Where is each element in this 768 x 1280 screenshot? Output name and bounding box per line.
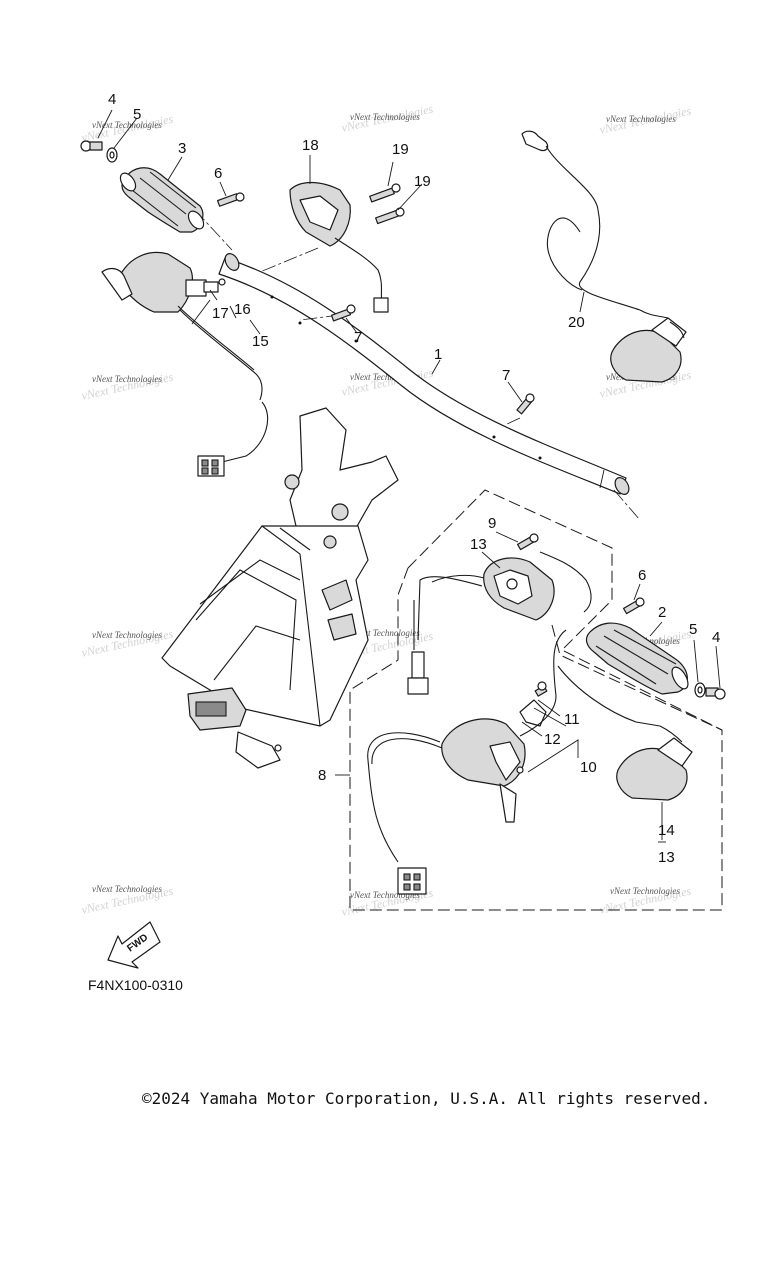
callout-15: 15	[252, 333, 269, 350]
callout-4-right: 4	[712, 629, 720, 646]
watermark: vNext Technologies	[606, 114, 676, 124]
callout-7-left: 7	[354, 329, 362, 346]
callout-12: 12	[544, 731, 561, 748]
copyright-notice: ©2024 Yamaha Motor Corporation, U.S.A. A…	[142, 1089, 711, 1108]
callout-5-left: 5	[133, 106, 141, 123]
callout-13-upper: 13	[470, 536, 487, 553]
watermark: vNext Technologies	[610, 886, 680, 896]
callout-4-left: 4	[108, 91, 116, 108]
watermark: vNext Technologies	[350, 372, 420, 382]
fwd-arrow-icon: FWD	[107, 921, 161, 969]
screws-7	[330, 304, 535, 415]
watermark: vNext Technologies	[92, 120, 162, 130]
watermark: vNext Technologies	[350, 112, 420, 122]
steering-column	[161, 407, 399, 769]
watermark: vNext Technologies	[350, 628, 420, 638]
callout-13-lower: 13	[658, 849, 675, 866]
left-bolt-washer	[80, 140, 118, 163]
right-switch-assembly	[407, 533, 592, 695]
callout-leaders	[97, 109, 721, 843]
watermark: vNext Technologies	[92, 630, 162, 640]
callout-11: 11	[564, 711, 580, 728]
reference-code: F4NX100-0310	[88, 977, 183, 993]
callout-10: 10	[580, 759, 597, 776]
upper-cover	[289, 181, 405, 313]
watermark: vNext Technologies	[92, 884, 162, 894]
callout-9: 9	[488, 515, 496, 532]
callout-1: 1	[434, 346, 442, 363]
lanyard	[521, 130, 687, 383]
callout-2: 2	[658, 604, 666, 621]
left-switch-housing	[101, 251, 269, 477]
callout-3: 3	[178, 140, 186, 157]
callout-17: 17	[212, 305, 229, 322]
callout-6-left: 6	[214, 165, 222, 182]
callout-18: 18	[302, 137, 319, 154]
callouts: 4 5 3 6 18 19 19 16 17 15 7 1 7 20 9 13 …	[108, 91, 720, 866]
screw-6-left	[216, 192, 245, 207]
right-grip	[585, 597, 726, 700]
callout-16: 16	[234, 301, 251, 318]
watermark: vNext Technologies	[92, 374, 162, 384]
right-lanyard	[557, 665, 693, 801]
callout-5-right: 5	[689, 621, 697, 638]
callout-19-a: 19	[392, 141, 409, 158]
callout-19-b: 19	[414, 173, 431, 190]
callout-14: 14	[658, 822, 675, 839]
handlebar	[194, 209, 641, 521]
assembly-boundaries	[349, 489, 723, 911]
throttle-lever	[367, 629, 567, 895]
callout-7-right: 7	[502, 367, 510, 384]
callout-8: 8	[318, 767, 326, 784]
callout-20: 20	[568, 314, 585, 331]
watermark: vNext Technologies	[350, 890, 420, 900]
left-grip	[119, 167, 205, 233]
callout-6-right: 6	[638, 567, 646, 584]
